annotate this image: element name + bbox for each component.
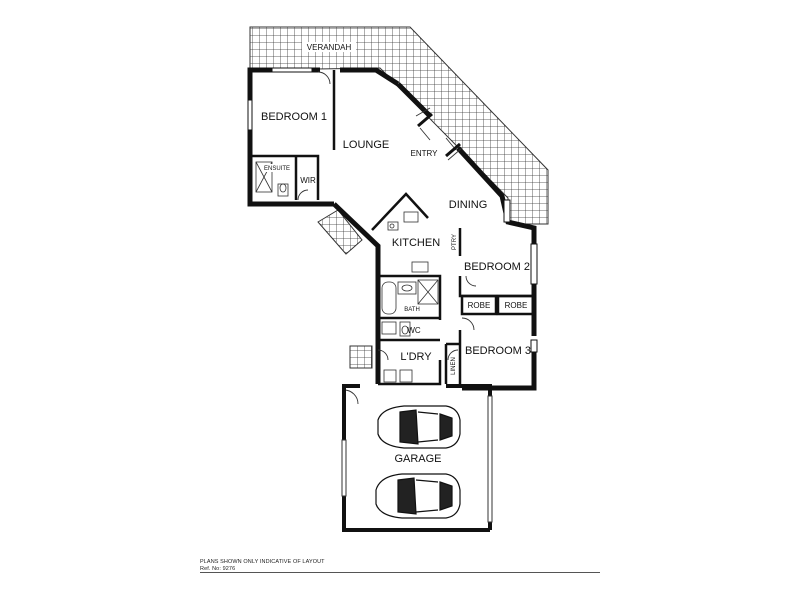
side-steps <box>317 209 363 255</box>
wc-label: WC <box>407 326 421 335</box>
ptry-label: PTRY <box>452 234 458 250</box>
robe-right-label: ROBE <box>505 301 528 310</box>
windows <box>247 67 538 353</box>
garage-label: GARAGE <box>394 453 441 465</box>
reference-number: Ref. No: 9276 <box>200 566 236 572</box>
linen-label: LINEN <box>451 357 457 375</box>
verandah-label-bg <box>302 42 356 52</box>
kitchen-label: KITCHEN <box>392 237 440 249</box>
car-bottom <box>375 473 461 519</box>
footer-divider <box>200 572 600 573</box>
ensuite-fixtures <box>255 161 289 197</box>
ensuite-label: ENSUITE <box>264 166 290 172</box>
robe-left-label: ROBE <box>468 301 491 310</box>
entry-doors <box>417 112 461 158</box>
dining-label: DINING <box>449 199 488 211</box>
laundry-stoop <box>349 345 373 369</box>
verandah-label: VERANDAH <box>307 43 352 52</box>
bedroom2-label: BEDROOM 2 <box>464 261 530 273</box>
interior-walls <box>252 70 536 388</box>
disclaimer-note: PLANS SHOWN ONLY INDICATIVE OF LAYOUT <box>200 559 325 565</box>
ensuite-label-bg <box>262 164 292 172</box>
bedroom1-label: BEDROOM 1 <box>261 111 327 123</box>
bedroom3-label: BEDROOM 3 <box>465 345 531 357</box>
bathroom-fixtures <box>381 279 439 383</box>
garage-door <box>341 395 493 523</box>
kitchen-fixtures <box>387 211 429 273</box>
car-top <box>377 405 461 449</box>
ldry-label: L'DRY <box>400 351 432 363</box>
lounge-label: LOUNGE <box>343 139 389 151</box>
entry-label: ENTRY <box>411 149 439 158</box>
bath-label: BATH <box>404 307 420 313</box>
wir-label: WIR <box>300 176 316 185</box>
